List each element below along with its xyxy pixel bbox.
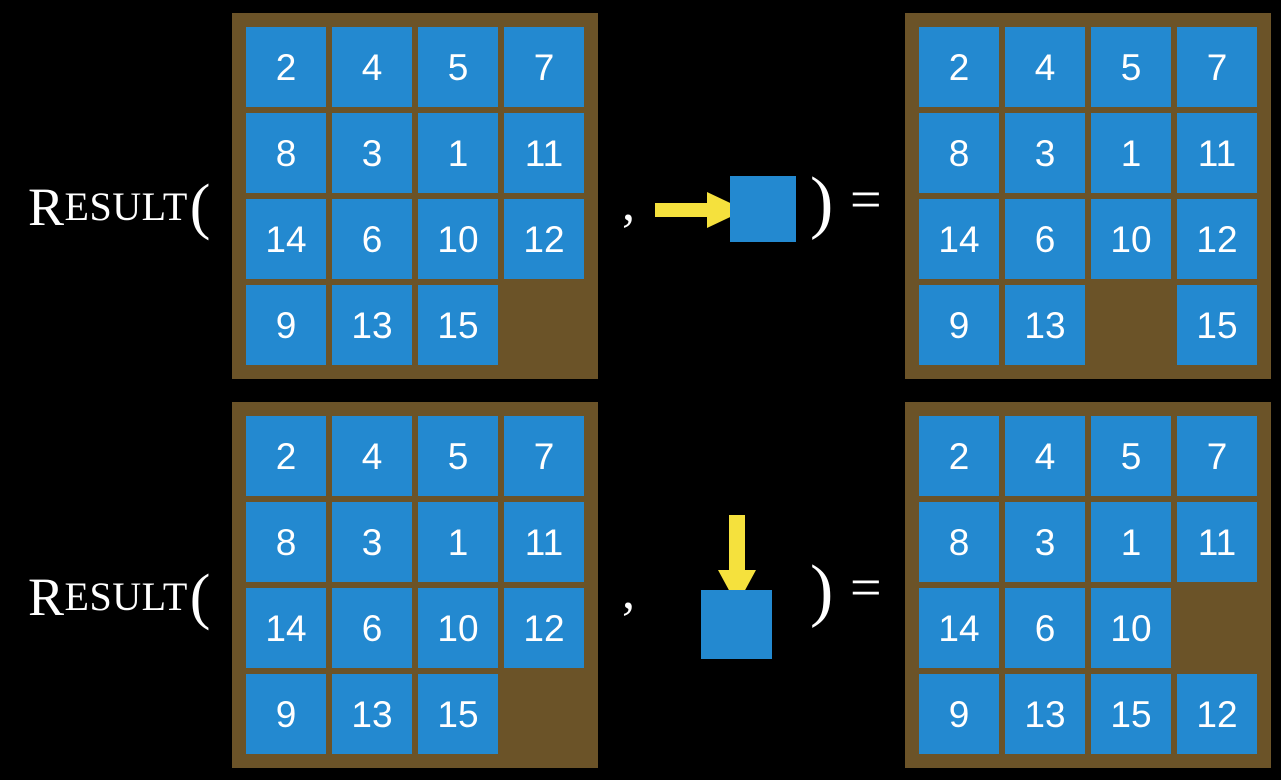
tile: 11 — [1177, 502, 1257, 582]
result-label-capital-1: R — [28, 177, 65, 237]
tile: 4 — [1005, 416, 1085, 496]
tile: 7 — [1177, 416, 1257, 496]
tile: 13 — [332, 674, 412, 754]
tile: 2 — [246, 27, 326, 107]
input-grid-2: 2 4 5 7 8 3 1 11 14 6 10 12 9 13 15 — [232, 402, 598, 768]
argument-separator-comma-2: , — [622, 563, 635, 620]
tile: 2 — [919, 27, 999, 107]
tile: 7 — [504, 416, 584, 496]
tile: 1 — [1091, 502, 1171, 582]
result-label-smallcaps-1: ESULT — [64, 184, 188, 229]
tile: 15 — [1177, 285, 1257, 365]
input-grid-1: 2 4 5 7 8 3 1 11 14 6 10 12 9 13 15 — [232, 13, 598, 379]
tile: 5 — [1091, 416, 1171, 496]
open-paren-2: ( — [189, 563, 211, 631]
tile: 15 — [418, 285, 498, 365]
tile: 14 — [919, 199, 999, 279]
tile: 6 — [1005, 199, 1085, 279]
arrow-right-icon — [655, 192, 745, 228]
tile: 2 — [246, 416, 326, 496]
tile: 6 — [1005, 588, 1085, 668]
tile: 3 — [332, 502, 412, 582]
tile: 1 — [418, 113, 498, 193]
tile: 5 — [418, 27, 498, 107]
blank-tile-slot — [504, 285, 584, 365]
tile: 14 — [246, 199, 326, 279]
close-paren-2: ) — [810, 552, 834, 629]
tile: 5 — [1091, 27, 1171, 107]
tile: 4 — [332, 27, 412, 107]
tile: 15 — [1091, 674, 1171, 754]
tile: 6 — [332, 199, 412, 279]
tile: 2 — [919, 416, 999, 496]
tile: 5 — [418, 416, 498, 496]
tile: 7 — [1177, 27, 1257, 107]
tile: 12 — [1177, 199, 1257, 279]
tile: 8 — [919, 502, 999, 582]
tile: 10 — [418, 588, 498, 668]
arrow-down-icon — [718, 515, 756, 605]
tile: 9 — [246, 285, 326, 365]
equals-sign-2: = — [850, 557, 882, 619]
tile: 10 — [418, 199, 498, 279]
tile: 15 — [418, 674, 498, 754]
tile: 3 — [1005, 502, 1085, 582]
equals-sign-1: = — [850, 169, 882, 231]
tile: 1 — [418, 502, 498, 582]
tile: 12 — [504, 588, 584, 668]
open-paren-1: ( — [189, 173, 211, 241]
tile: 3 — [332, 113, 412, 193]
tile: 3 — [1005, 113, 1085, 193]
tile: 1 — [1091, 113, 1171, 193]
blank-tile-slot — [1091, 285, 1171, 365]
tile: 10 — [1091, 588, 1171, 668]
tile: 11 — [1177, 113, 1257, 193]
tile: 7 — [504, 27, 584, 107]
tile: 12 — [504, 199, 584, 279]
tile: 13 — [1005, 674, 1085, 754]
result-label-smallcaps-2: ESULT — [64, 574, 188, 619]
tile: 9 — [246, 674, 326, 754]
tile: 13 — [1005, 285, 1085, 365]
result-label-capital-2: R — [28, 567, 65, 627]
tile: 13 — [332, 285, 412, 365]
tile: 11 — [504, 113, 584, 193]
blank-tile-slot — [504, 674, 584, 754]
tile: 4 — [1005, 27, 1085, 107]
blank-tile-action-2 — [701, 590, 772, 659]
output-grid-1: 2 4 5 7 8 3 1 11 14 6 10 12 9 13 15 — [905, 13, 1271, 379]
tile: 11 — [504, 502, 584, 582]
tile: 8 — [246, 113, 326, 193]
tile: 4 — [332, 416, 412, 496]
tile: 14 — [919, 588, 999, 668]
close-paren-1: ) — [810, 164, 834, 241]
tile: 8 — [246, 502, 326, 582]
output-grid-2: 2 4 5 7 8 3 1 11 14 6 10 9 13 15 12 — [905, 402, 1271, 768]
tile: 8 — [919, 113, 999, 193]
argument-separator-comma-1: , — [622, 175, 635, 232]
tile: 10 — [1091, 199, 1171, 279]
tile: 9 — [919, 285, 999, 365]
blank-tile-slot — [1177, 588, 1257, 668]
tile: 6 — [332, 588, 412, 668]
tile: 14 — [246, 588, 326, 668]
blank-tile-action-1 — [730, 176, 796, 242]
tile: 9 — [919, 674, 999, 754]
tile: 12 — [1177, 674, 1257, 754]
